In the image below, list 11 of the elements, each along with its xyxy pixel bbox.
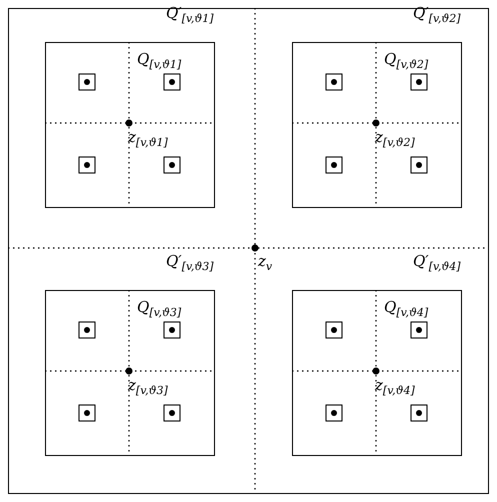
point-label: z$_{[v,ϑ2]}$: [375, 128, 415, 151]
point-label: z$_{v}$: [258, 252, 272, 275]
set-label: Q′$_{[v,ϑ3]}$: [166, 252, 214, 275]
set-label: Q$_{[v,ϑ3]}$: [137, 298, 182, 321]
point-label: z$_{[v,ϑ4]}$: [375, 376, 415, 399]
point-label: z$_{[v,ϑ3]}$: [128, 376, 168, 399]
set-label: Q$_{[v,ϑ2]}$: [384, 50, 428, 73]
set-label: Q$_{[v,ϑ4]}$: [384, 298, 428, 321]
set-label: Q′$_{[v,ϑ4]}$: [413, 252, 461, 275]
set-label: Q$_{[v,ϑ1]}$: [137, 50, 182, 73]
point-label: z$_{[v,ϑ1]}$: [128, 128, 168, 151]
